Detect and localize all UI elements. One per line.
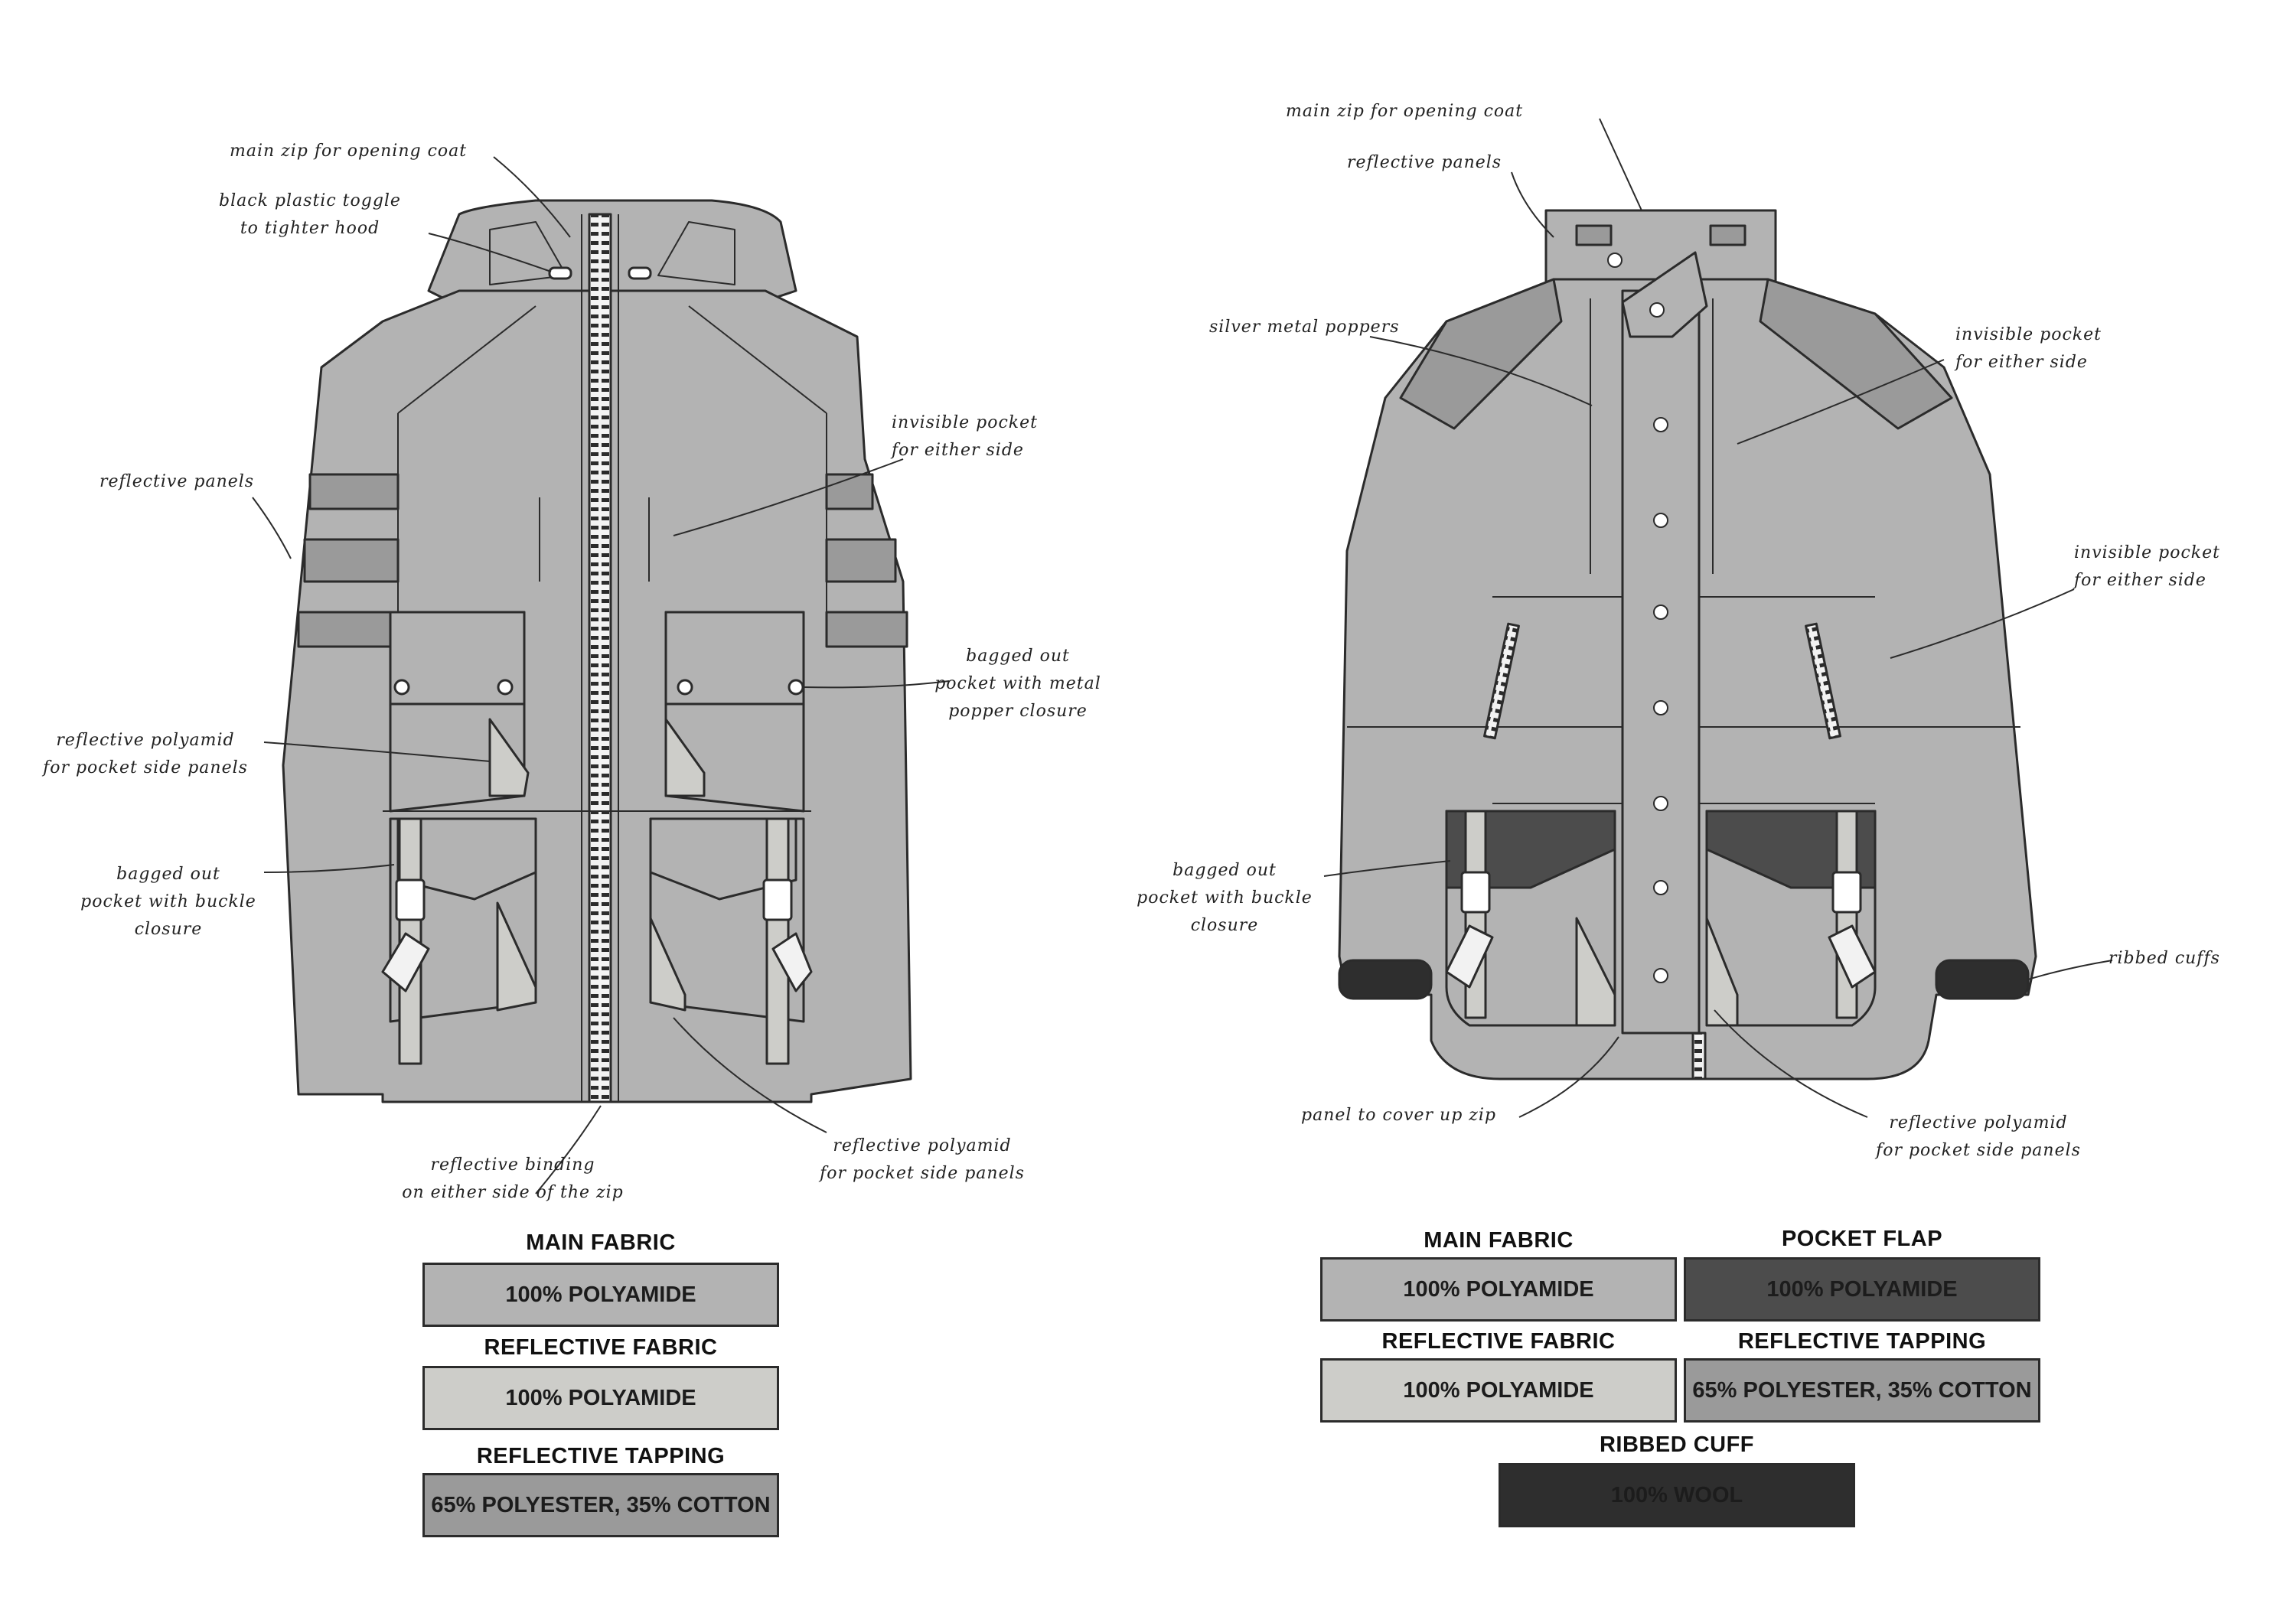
- left-anno-main-zip: main zip for opening coat: [230, 142, 468, 161]
- right-swatch-label-main: MAIN FABRIC: [1424, 1228, 1574, 1253]
- right-pocket-flap: [1445, 810, 1616, 889]
- left-anno-reflective-panels: reflective panels: [99, 472, 255, 491]
- left-coat: [282, 199, 912, 1103]
- right-anno-ribbed-cuffs: ribbed cuffs: [2108, 949, 2220, 968]
- right-anno-invisible-pocket-top: invisible pocket for either side: [1955, 325, 2102, 372]
- left-swatch-label-reflective: REFLECTIVE FABRIC: [484, 1335, 718, 1360]
- right-anno-main-zip: main zip for opening coat: [1286, 102, 1524, 121]
- left-anno-toggle: black plastic toggle to tighter hood: [219, 191, 401, 238]
- left-swatch-reflective: 100% POLYAMIDE: [422, 1366, 779, 1430]
- right-anno-silver-poppers: silver metal poppers: [1209, 318, 1400, 337]
- left-anno-reflective-binding: reflective binding on either side of the…: [402, 1155, 624, 1202]
- right-anno-bagged-buckle: bagged out pocket with buckle closure: [1137, 861, 1313, 935]
- right-swatch-main: 100% POLYAMIDE: [1320, 1257, 1677, 1322]
- right-swatch-reflective: 100% POLYAMIDE: [1320, 1358, 1677, 1423]
- right-swatch-tapping: 65% POLYESTER, 35% COTTON: [1684, 1358, 2040, 1423]
- right-anno-reflective-polyamid: reflective polyamid for pocket side pane…: [1876, 1113, 2081, 1160]
- right-leader-lines: [1323, 118, 2113, 1118]
- right-poppers: [1607, 253, 1668, 983]
- left-swatch-main: 100% POLYAMIDE: [422, 1263, 779, 1327]
- left-reflective-stripe: [308, 473, 400, 510]
- left-swatch-label-tapping: REFLECTIVE TAPPING: [476, 1444, 726, 1468]
- right-reflective-panel: [1399, 278, 1563, 430]
- left-anno-bagged-popper: bagged out pocket with metal popper clos…: [934, 647, 1101, 721]
- left-hood-toggle: [548, 266, 572, 280]
- right-coat: [1338, 209, 2037, 1080]
- left-anno-reflective-polyamid: reflective polyamid for pocket side pane…: [43, 731, 248, 777]
- right-swatch-label-reflective: REFLECTIVE FABRIC: [1381, 1329, 1616, 1354]
- right-swatch-label-cuff: RIBBED CUFF: [1599, 1432, 1755, 1457]
- right-anno-reflective-panels: reflective panels: [1347, 153, 1502, 172]
- left-main-zip: [588, 213, 612, 1103]
- left-swatch-tapping: 65% POLYESTER, 35% COTTON: [422, 1473, 779, 1537]
- left-anno-bagged-buckle: bagged out pocket with buckle closure: [80, 865, 256, 939]
- left-anno-reflective-polyamid-bottom: reflective polyamid for pocket side pane…: [820, 1136, 1025, 1183]
- left-leader-lines: [252, 156, 950, 1194]
- right-swatch-label-tapping: REFLECTIVE TAPPING: [1737, 1329, 1987, 1354]
- right-anno-invisible-pocket-mid: invisible pocket for either side: [2074, 543, 2220, 590]
- left-swatch-label-main: MAIN FABRIC: [526, 1230, 676, 1255]
- left-buckle: [395, 878, 426, 921]
- right-placket: [1621, 289, 1701, 1035]
- right-ribbed-cuff: [1338, 959, 1433, 1000]
- right-swatch-label-pocket-flap: POCKET FLAP: [1781, 1227, 1943, 1251]
- right-collar: [1544, 209, 1777, 285]
- left-anno-invisible-pocket: invisible pocket for either side: [892, 413, 1038, 460]
- right-swatch-cuff: 100% WOOL: [1499, 1463, 1855, 1527]
- right-swatch-pocket-flap: 100% POLYAMIDE: [1684, 1257, 2040, 1322]
- right-anno-panel-zip: panel to cover up zip: [1301, 1106, 1496, 1125]
